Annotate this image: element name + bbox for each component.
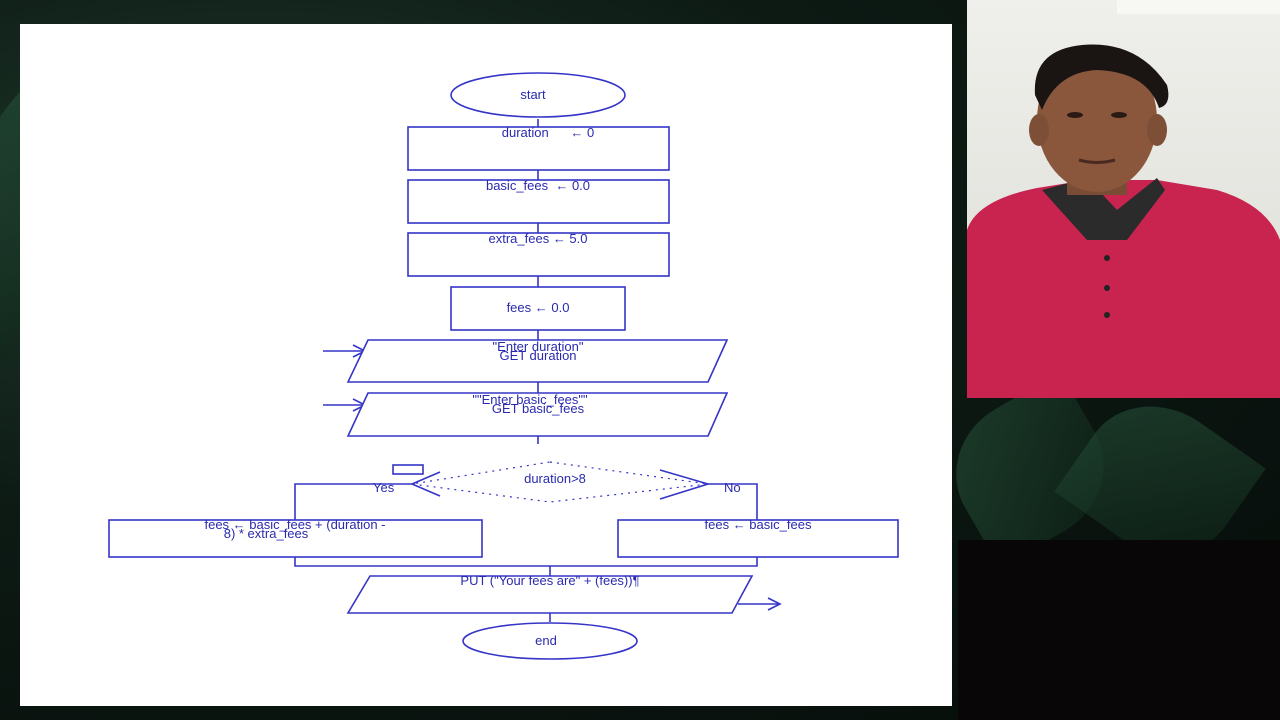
process-basic-fees-init [407, 179, 670, 224]
flowchart-diagram: start duration ← 0 basic_fees ← 0.0 extr… [108, 72, 899, 660]
start-label: start [520, 87, 546, 102]
output-fees [346, 575, 754, 614]
input-arrow [323, 344, 367, 358]
no-label: No [724, 480, 741, 495]
decision-label: duration>8 [524, 471, 586, 486]
process-fees-init [450, 286, 626, 331]
no-calc-label: fees ← basic_fees [705, 517, 812, 532]
dark-panel [958, 540, 1280, 720]
input-duration-prompt: "Enter duration" [493, 339, 584, 354]
yes-branch-connector [294, 483, 412, 520]
output-label: PUT ("Your fees are" + (fees))¶ [460, 573, 639, 588]
yes-calc-line1: fees ← basic_fees + (duration - [204, 517, 385, 532]
presenter-image [967, 0, 1280, 398]
decision-diamond [411, 461, 709, 503]
end-terminal [462, 622, 638, 660]
process-duration-init [407, 126, 670, 171]
basic-fees-init-label: basic_fees ← 0.0 [486, 178, 590, 193]
decision-right-edge [659, 469, 711, 500]
merge-connector [294, 557, 758, 567]
start-terminal [450, 72, 626, 118]
output-arrow [738, 597, 782, 611]
decision-left-edge [409, 471, 441, 497]
yes-calc-line2: 8) * extra_fees [224, 526, 309, 541]
extra-fees-init-label: extra_fees ← 5.0 [489, 231, 588, 246]
process-yes-calc [108, 519, 483, 558]
input-duration [346, 339, 729, 383]
end-label: end [535, 633, 557, 648]
input-basic-get: GET basic_fees [492, 401, 585, 416]
input-basic-fees [346, 392, 729, 437]
process-no-calc [617, 519, 899, 558]
input-arrow [323, 398, 367, 412]
no-branch-connector [708, 483, 758, 520]
process-extra-fees-init [407, 232, 670, 277]
duration-init-label: duration ← 0 [502, 125, 595, 140]
fees-init-label: fees ← 0.0 [507, 300, 570, 315]
flowchart-slide: start duration ← 0 basic_fees ← 0.0 extr… [20, 24, 952, 706]
decision-handle [392, 464, 424, 475]
input-duration-get: GET duration [499, 348, 576, 363]
input-basic-prompt: ""Enter basic_fees"" [472, 392, 588, 407]
presenter-webcam [967, 0, 1280, 398]
yes-label: Yes [373, 480, 395, 495]
